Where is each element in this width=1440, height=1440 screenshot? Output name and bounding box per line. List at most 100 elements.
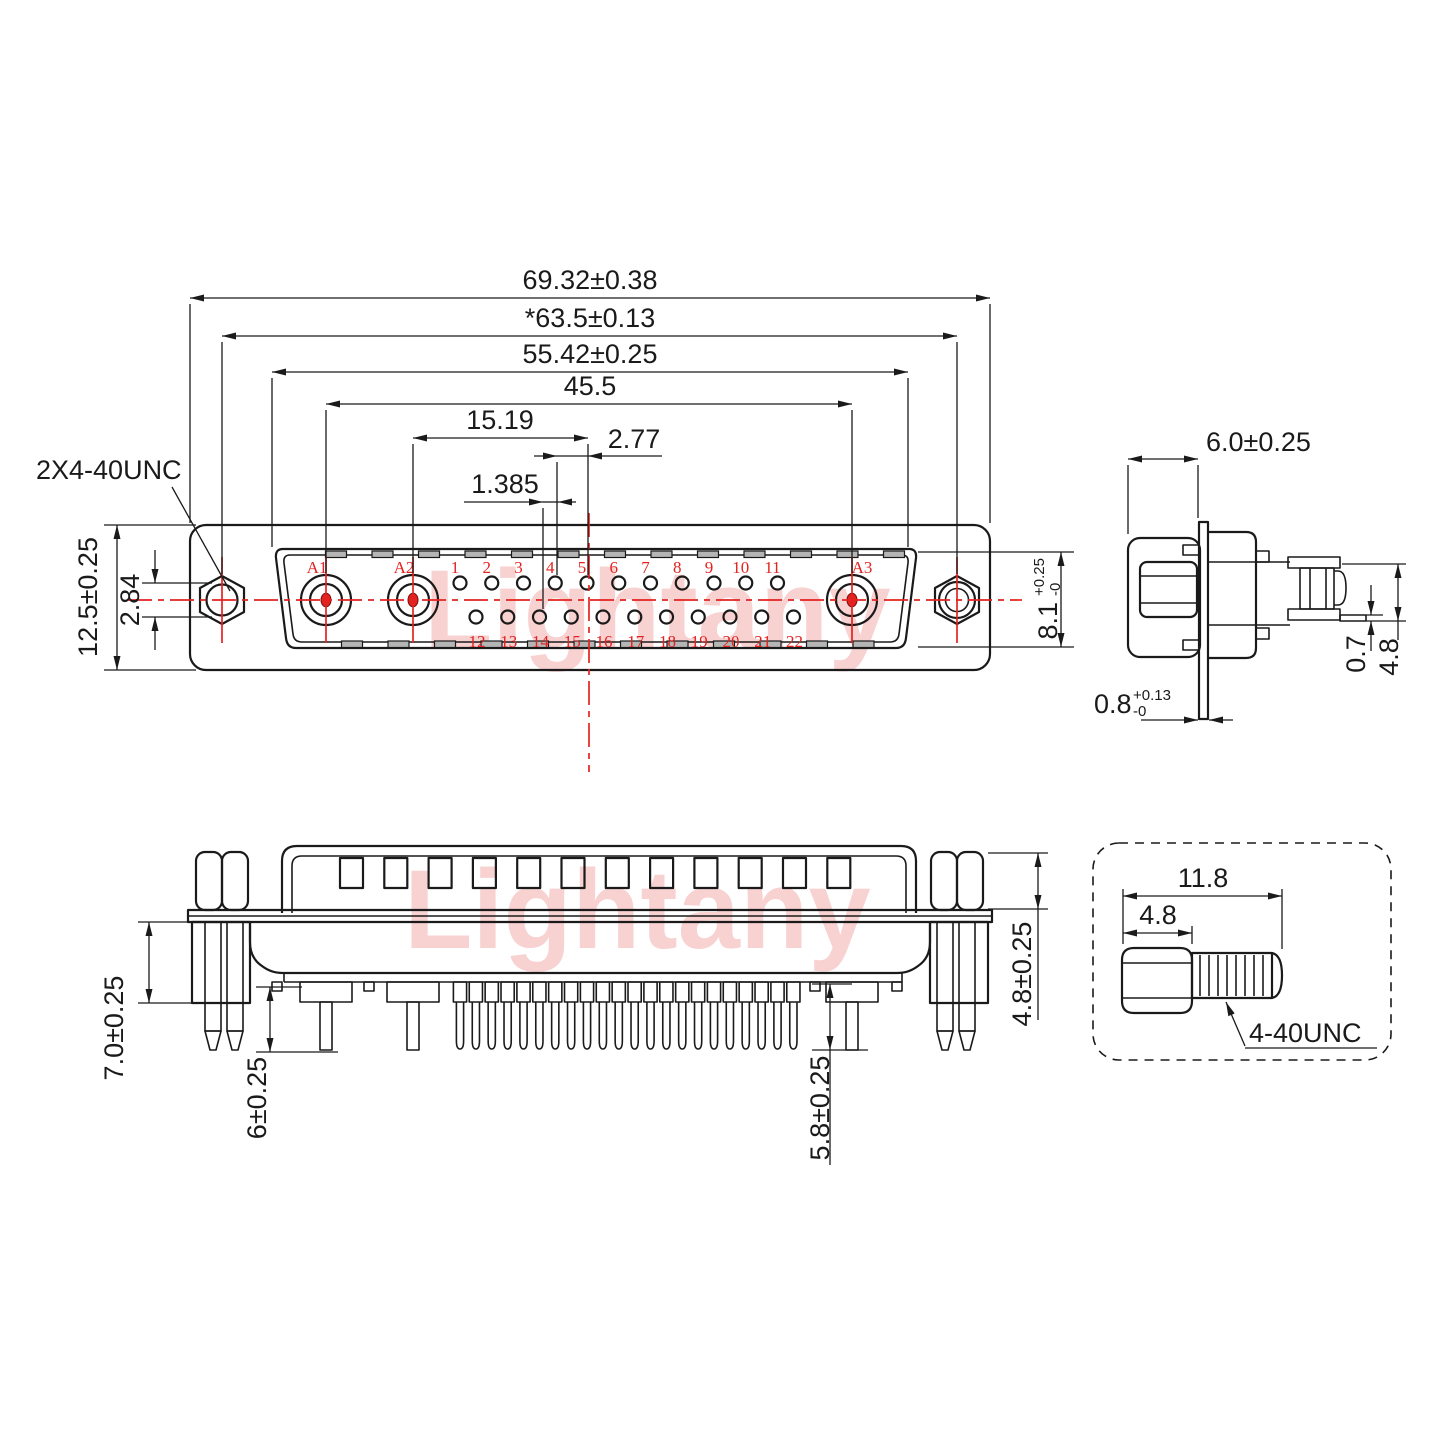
backshell-slot bbox=[516, 856, 542, 890]
boss-right bbox=[928, 920, 990, 1051]
detail-view: 11.8 4.8 4-40UNC bbox=[1092, 842, 1392, 1061]
dim-row-stagger: 1.385 bbox=[471, 469, 539, 499]
dim-pin-length: 5.8±0.25 bbox=[805, 1056, 835, 1161]
shroud-indent bbox=[573, 640, 596, 649]
pin-tail bbox=[598, 1002, 608, 1050]
body-lower-outline bbox=[248, 922, 932, 975]
shroud-ground-indents bbox=[324, 550, 906, 649]
backshell-slot bbox=[693, 856, 719, 890]
pin-tail bbox=[519, 1002, 528, 1050]
shroud-outer bbox=[274, 547, 918, 650]
pin-number-label: 10 bbox=[732, 558, 749, 577]
dim-flange-height: 12.5±0.25 bbox=[73, 537, 103, 657]
shroud-indent bbox=[712, 640, 736, 649]
pin-hole-bottom bbox=[468, 609, 484, 625]
pin-hole-top bbox=[484, 575, 500, 591]
pin-number-label: 5 bbox=[578, 558, 587, 577]
pin-tail bbox=[566, 1002, 576, 1050]
backshell-slot bbox=[604, 856, 630, 890]
pin-tail bbox=[661, 1002, 671, 1050]
pin-shoulder bbox=[595, 981, 611, 1003]
detail-dimension-lines bbox=[1122, 889, 1377, 1049]
dim-screw-total-length: 11.8 bbox=[1178, 863, 1229, 893]
pin-hole-top bbox=[547, 575, 563, 591]
pin-tail bbox=[534, 1002, 544, 1050]
screw-thread-label: 4-40UNC bbox=[1249, 1018, 1362, 1048]
coax-tail-a3 bbox=[825, 981, 879, 1051]
pin-number-label: 1 bbox=[451, 558, 460, 577]
side-view: 6.0±0.25 0.8 +0.13 -0 0.7 4.8 bbox=[1094, 427, 1406, 724]
pin-hole-top bbox=[674, 575, 690, 591]
pin-shoulder bbox=[579, 981, 595, 1003]
svg-text:0.8: 0.8 bbox=[1094, 689, 1132, 719]
pin-number-label: 9 bbox=[705, 558, 714, 577]
pin-shoulder bbox=[627, 981, 643, 1003]
pin-number-label: 6 bbox=[610, 558, 619, 577]
dim-shroud-width: 55.42±0.25 bbox=[523, 339, 658, 369]
shroud-indent bbox=[805, 640, 829, 649]
pin-number-label: 11 bbox=[764, 558, 780, 577]
svg-text:+0.25: +0.25 bbox=[1031, 558, 1048, 596]
insulator-notch bbox=[809, 981, 821, 992]
screw-hex-head bbox=[1120, 946, 1194, 1015]
shroud-indent bbox=[387, 640, 410, 649]
pin-hole-bottom bbox=[754, 609, 770, 625]
pin-tail bbox=[550, 1002, 560, 1050]
pin-shoulder bbox=[674, 981, 690, 1003]
shroud-indent bbox=[510, 550, 534, 559]
side-pin-tail bbox=[1339, 614, 1367, 622]
insulator-notch bbox=[363, 981, 375, 992]
shroud-indent bbox=[852, 640, 875, 649]
pin-shoulder bbox=[500, 981, 516, 1003]
pin-shoulder bbox=[484, 981, 500, 1003]
pin-number-label: 16 bbox=[596, 632, 613, 651]
front-dimension-lines bbox=[113, 294, 1065, 670]
pin-number-label: 13 bbox=[500, 632, 517, 651]
shroud-indent bbox=[666, 640, 689, 649]
shroud-indent bbox=[526, 640, 550, 649]
pin-hole-top bbox=[611, 575, 627, 591]
svg-text:-0: -0 bbox=[1133, 703, 1146, 720]
pin-shoulder bbox=[531, 981, 547, 1003]
pin-tail bbox=[471, 1002, 481, 1050]
pin-hole-top bbox=[642, 575, 659, 591]
coax-label-a2: A2 bbox=[394, 558, 415, 577]
side-dimension-lines bbox=[1128, 455, 1402, 724]
coax-tail-a1 bbox=[299, 981, 353, 1051]
pin-shoulder bbox=[547, 981, 563, 1003]
standoff-right bbox=[929, 850, 985, 912]
pin-hole-top bbox=[769, 575, 786, 591]
backshell-slot bbox=[383, 856, 409, 890]
pin-hole-bottom bbox=[531, 609, 548, 625]
shroud-indent bbox=[340, 640, 364, 649]
pin-hole-bottom bbox=[563, 609, 579, 625]
side-bracket-plate bbox=[1197, 520, 1210, 721]
pin-number-label: 19 bbox=[691, 632, 708, 651]
backshell-slot bbox=[737, 856, 763, 890]
pin-hole-bottom bbox=[595, 609, 611, 625]
dim-mounting-spacing: *63.5±0.13 bbox=[525, 303, 655, 333]
shroud-indent bbox=[603, 550, 627, 559]
pin-tail bbox=[503, 1002, 513, 1050]
pin-shoulder bbox=[690, 981, 706, 1003]
boss-left bbox=[190, 920, 252, 1051]
dim-contact-height: 4.8 bbox=[1374, 638, 1404, 676]
coax-label-a1: A1 bbox=[307, 558, 328, 577]
pin-shoulder bbox=[754, 981, 770, 1003]
bottom-dimension-lines bbox=[145, 853, 1042, 1165]
shroud-indent bbox=[789, 550, 813, 559]
pin-shoulder bbox=[722, 981, 738, 1003]
svg-text:-0: -0 bbox=[1047, 583, 1064, 596]
shroud-indent bbox=[433, 640, 457, 649]
shroud-indent bbox=[480, 640, 503, 649]
bottom-view: 7.0±0.25 6±0.25 5.8±0.25 4.8±0.25 bbox=[99, 844, 1048, 1165]
front-extension-lines bbox=[104, 304, 1074, 671]
pin-shoulder bbox=[658, 981, 674, 1003]
dim-standoff-height: 4.8±0.25 bbox=[1007, 922, 1037, 1027]
backshell-slot bbox=[826, 856, 852, 890]
pin-hole-top bbox=[515, 575, 532, 591]
screw-thread bbox=[1190, 951, 1284, 1000]
dim-body-depth: 6.0±0.25 bbox=[1206, 427, 1311, 457]
